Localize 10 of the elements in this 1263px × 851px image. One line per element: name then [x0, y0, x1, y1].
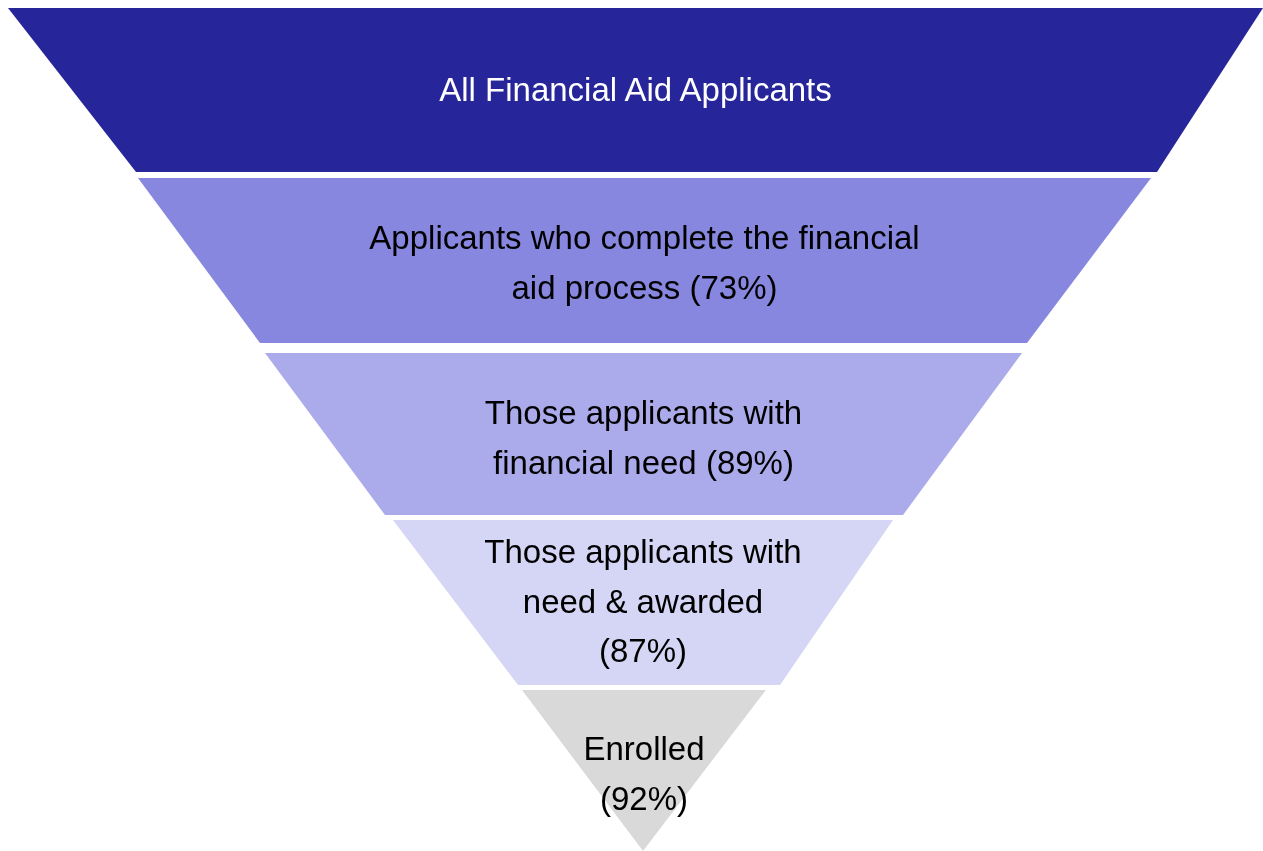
funnel-band — [393, 520, 893, 685]
band-label: Enrolled (92%) — [582, 728, 706, 819]
funnel-band — [522, 690, 766, 851]
band-label: Applicants who complete the financial aid process (73%) — [368, 217, 921, 308]
band-label: All Financial Aid Applicants — [438, 70, 833, 111]
band-label: Those applicants with financial need (89%) — [483, 392, 804, 483]
funnel-band — [138, 178, 1151, 343]
funnel-band — [8, 8, 1263, 172]
funnel-band — [265, 353, 1022, 515]
band-label: Those applicants with need & awarded (87%) — [483, 531, 803, 671]
